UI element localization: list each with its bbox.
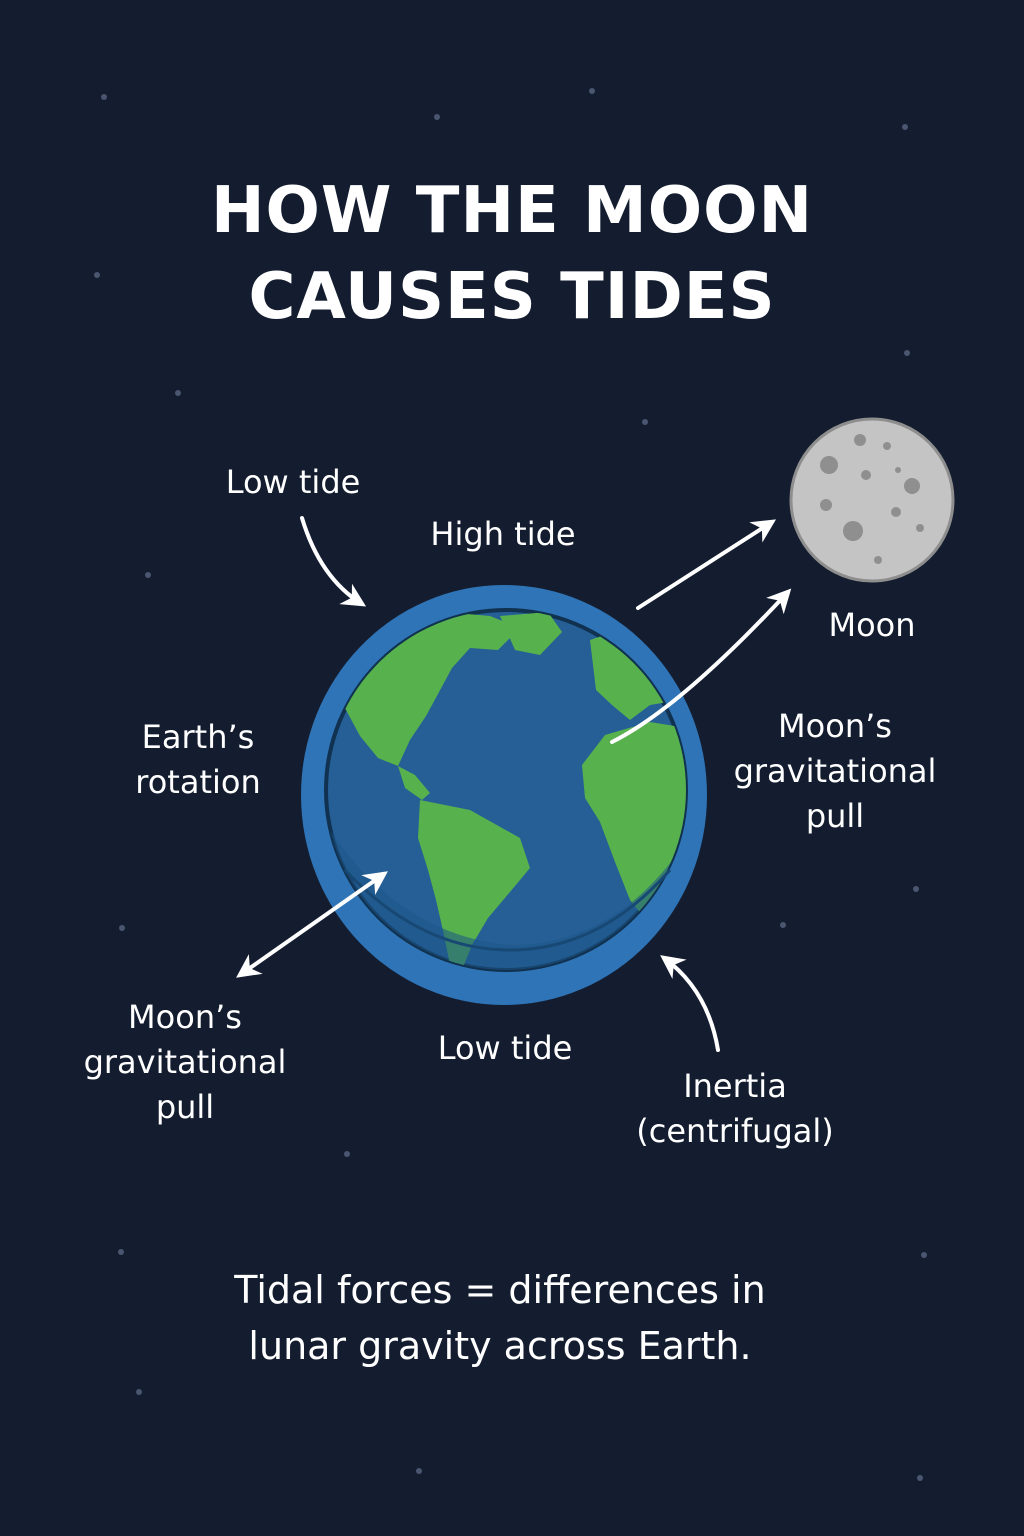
label-low-tide-top: Low tide [225, 463, 361, 501]
moon-craters [820, 434, 924, 564]
south-america [418, 800, 530, 970]
star-field [94, 88, 927, 1481]
arrow-inertia [660, 955, 720, 1052]
label-moon: Moon [828, 606, 916, 644]
title-line-2: CAUSES TIDES [248, 260, 776, 334]
arrows [236, 516, 792, 1052]
arrow-to-moon-upper [636, 519, 777, 610]
label-moon-gravitational-pull-right: Moon’s gravitational pull [733, 707, 937, 835]
footer-line-2: lunar gravity across Earth. [248, 1324, 752, 1368]
central-america [398, 766, 430, 800]
greenland [500, 612, 562, 655]
arrow-gravitational-pull-left [236, 871, 388, 978]
moon [789, 417, 955, 583]
label-inertia: Inertia (centrifugal) [636, 1067, 834, 1150]
arrow-to-moon-lower [610, 588, 792, 744]
moon-body [789, 417, 955, 583]
footer-line-1: Tidal forces = differences in [234, 1268, 766, 1312]
earth [301, 585, 707, 1005]
label-high-tide: High tide [430, 515, 576, 553]
diagram-title: HOW THE MOON CAUSES TIDES [0, 168, 1024, 340]
footer-caption: Tidal forces = differences in lunar grav… [0, 1262, 1000, 1374]
earth-limb-line [343, 868, 672, 952]
label-moon-gravitational-pull-left: Moon’s gravitational pull [83, 998, 287, 1126]
label-earths-rotation: Earth’s rotation [135, 718, 261, 801]
earth-shadow [330, 830, 686, 970]
title-line-1: HOW THE MOON [210, 174, 814, 248]
arrow-low-tide-top [300, 516, 367, 607]
label-low-tide-bottom: Low tide [437, 1029, 573, 1067]
